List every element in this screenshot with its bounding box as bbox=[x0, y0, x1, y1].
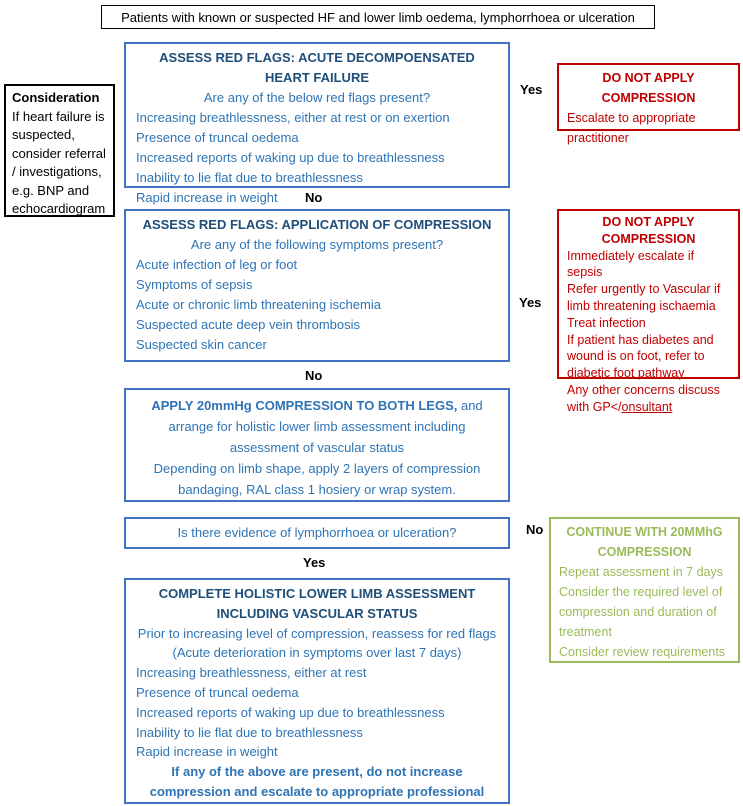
yes-label-1: Yes bbox=[520, 82, 543, 97]
list-item: Presence of truncal oedema bbox=[136, 684, 299, 700]
apply-compression-lead-bold: APPLY 20mmHg COMPRESSION TO BOTH LEGS, bbox=[151, 398, 458, 413]
consideration-body: If heart failure is suspected, consider … bbox=[12, 108, 106, 217]
do-not-apply-compression-box-1: DO NOT APPLY COMPRESSION Escalate to app… bbox=[557, 63, 740, 145]
list-item: Increased reports of waking up due to br… bbox=[136, 704, 445, 720]
do-not-apply-compression-box-2: DO NOT APPLY COMPRESSION Immediately esc… bbox=[557, 209, 740, 414]
do-not-apply-body: Escalate to appropriate practitioner bbox=[567, 111, 696, 145]
continue-compression-title: CONTINUE WITH 20MMhG COMPRESSION bbox=[566, 525, 723, 559]
list-item: Increased reports of waking up due to br… bbox=[136, 150, 445, 165]
list-item: Treat infection bbox=[567, 315, 646, 330]
consideration-title: Consideration bbox=[12, 90, 100, 105]
list-item-underlined-text: onsultant bbox=[621, 399, 673, 414]
list-item: Acute infection of leg or foot bbox=[136, 257, 298, 272]
complete-assessment-title: COMPLETE HOLISTIC LOWER LIMB ASSESSMENT … bbox=[158, 586, 476, 621]
list-item: Increasing breathlessness, either at res… bbox=[136, 665, 367, 681]
list-item: Acute or chronic limb threatening ischem… bbox=[136, 297, 381, 312]
list-item: If patient has diabetes and wound is on … bbox=[567, 332, 714, 381]
yes-label-3: Yes bbox=[303, 555, 326, 570]
do-not-apply-title: DO NOT APPLY COMPRESSION bbox=[601, 215, 696, 246]
list-item: Immediately escalate if sepsis bbox=[567, 248, 695, 280]
list-item: Consider review requirements bbox=[559, 645, 726, 659]
list-item: Rapid increase in weight bbox=[136, 744, 278, 760]
list-item: Inability to lie flat due to breathlessn… bbox=[136, 724, 363, 740]
entry-criteria-text: Patients with known or suspected HF and … bbox=[121, 9, 635, 25]
no-label-3: No bbox=[526, 522, 544, 537]
list-item: Suspected skin cancer bbox=[136, 337, 267, 352]
complete-assessment-box: COMPLETE HOLISTIC LOWER LIMB ASSESSMENT … bbox=[124, 578, 510, 804]
list-item: Presence of truncal oedema bbox=[136, 130, 299, 145]
assess-hf-red-flags-box: ASSESS RED FLAGS: ACUTE DECOMPOENSATED H… bbox=[124, 42, 510, 205]
apply-compression-detail: Depending on limb shape, apply 2 layers … bbox=[153, 461, 481, 497]
list-item: Repeat assessment in 7 days bbox=[559, 565, 723, 579]
lymphorrhoea-question-text: Is there evidence of lymphorrhoea or ulc… bbox=[177, 525, 457, 540]
list-item: Rapid increase in weight bbox=[136, 190, 278, 205]
list-item: Consider the required level of compressi… bbox=[559, 585, 723, 639]
do-not-apply-title: DO NOT APPLY COMPRESSION bbox=[601, 71, 696, 105]
list-item: Increasing breathlessness, either at res… bbox=[136, 110, 450, 125]
yes-label-2: Yes bbox=[519, 295, 542, 310]
apply-compression-box: APPLY 20mmHg COMPRESSION TO BOTH LEGS, a… bbox=[124, 388, 510, 502]
no-label-1: No bbox=[305, 190, 323, 205]
complete-assessment-subtitle: (Acute deterioration in symptoms over la… bbox=[172, 645, 462, 661]
list-item: Any other concerns discuss with GP</onsu… bbox=[567, 382, 730, 416]
complete-assessment-footer: If any of the above are present, do not … bbox=[149, 764, 485, 799]
entry-criteria-box: Patients with known or suspected HF and … bbox=[101, 5, 655, 29]
complete-assessment-subtitle: Prior to increasing level of compression… bbox=[137, 625, 497, 641]
assess-hf-title: ASSESS RED FLAGS: ACUTE DECOMPOENSATED H… bbox=[159, 50, 475, 85]
assess-compression-title: ASSESS RED FLAGS: APPLICATION OF COMPRES… bbox=[142, 217, 492, 232]
apply-compression-lead: APPLY 20mmHg COMPRESSION TO BOTH LEGS, a… bbox=[140, 395, 494, 458]
list-item: Refer urgently to Vascular if limb threa… bbox=[567, 282, 721, 313]
apply-compression-lead-rest: and arrange for holistic lower limb asse… bbox=[168, 398, 483, 455]
list-item: Suspected acute deep vein thrombosis bbox=[136, 317, 361, 332]
assess-hf-question: Are any of the below red flags present? bbox=[203, 90, 431, 105]
continue-compression-box: CONTINUE WITH 20MMhG COMPRESSION Repeat … bbox=[549, 517, 740, 663]
assess-compression-question: Are any of the following symptoms presen… bbox=[190, 237, 444, 252]
lymphorrhoea-question-box: Is there evidence of lymphorrhoea or ulc… bbox=[124, 517, 510, 549]
assess-compression-red-flags-box: ASSESS RED FLAGS: APPLICATION OF COMPRES… bbox=[124, 209, 510, 362]
list-item: Inability to lie flat due to breathlessn… bbox=[136, 170, 363, 185]
consideration-note: Consideration If heart failure is suspec… bbox=[4, 84, 115, 217]
no-label-2: No bbox=[305, 368, 323, 383]
list-item-text: Any other concerns discuss with GP</ bbox=[567, 382, 720, 414]
list-item: Symptoms of sepsis bbox=[136, 277, 253, 292]
